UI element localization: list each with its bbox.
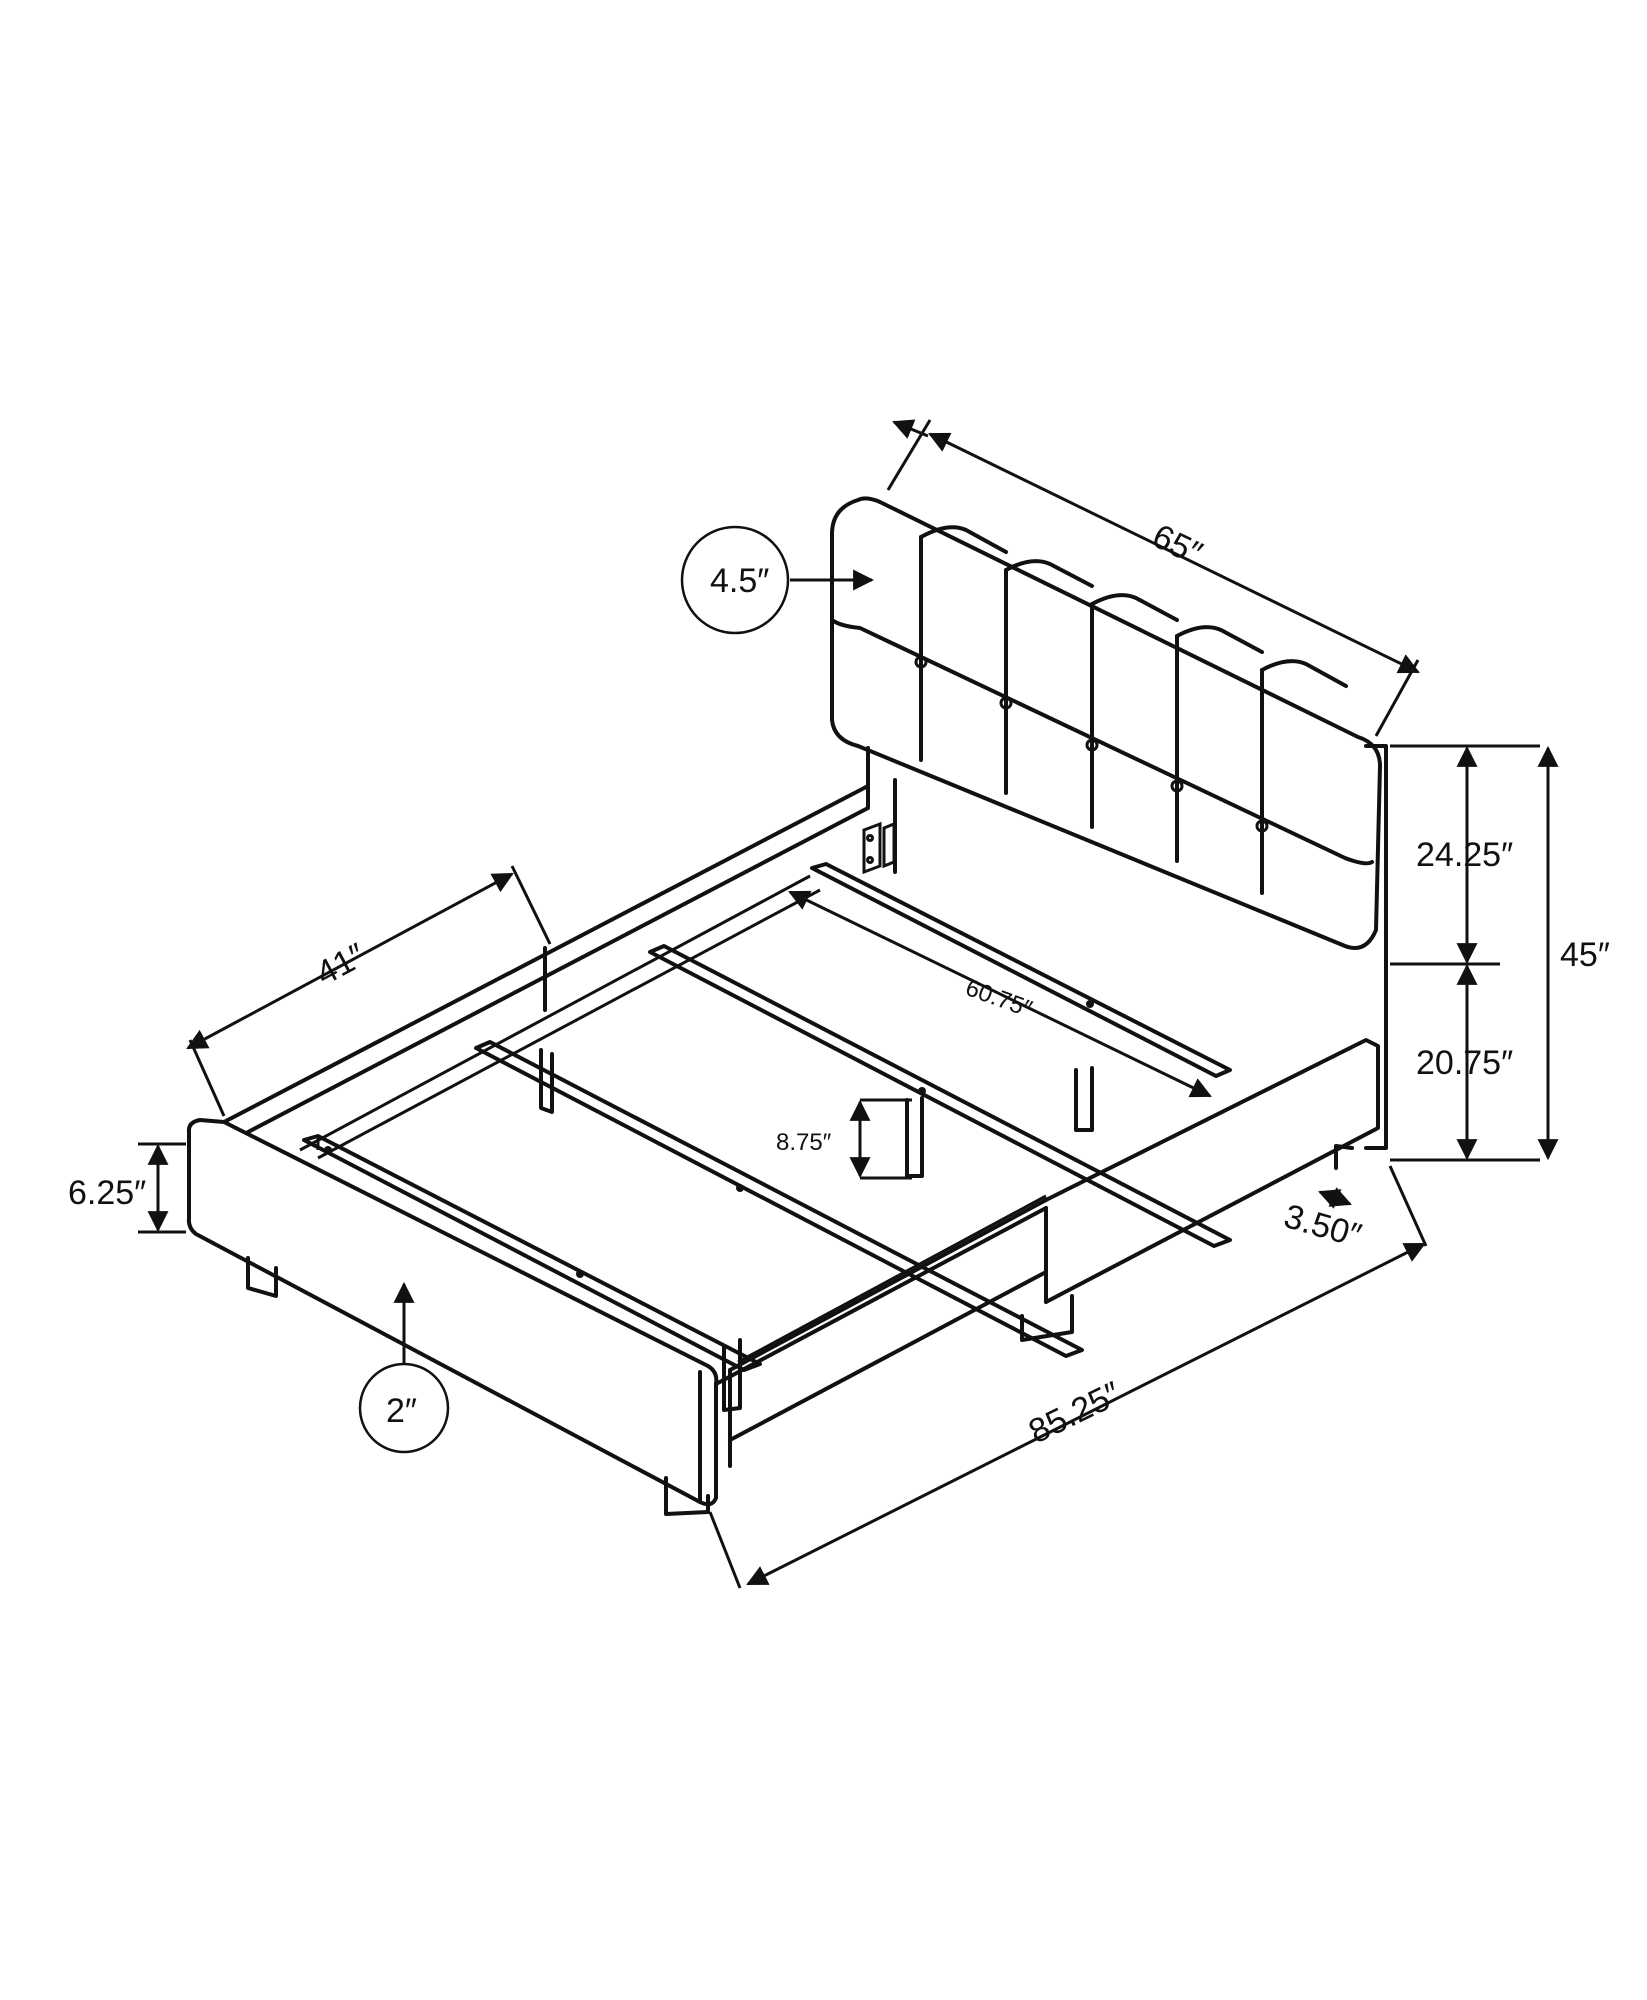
label-frame-width: 41″ xyxy=(310,936,372,993)
label-headboard-lower-height: 20.75″ xyxy=(1416,1044,1513,1082)
label-rail-height: 6.25″ xyxy=(68,1174,146,1212)
label-leg-depth: 3.50″ xyxy=(1280,1197,1366,1255)
label-total-height: 45″ xyxy=(1560,936,1610,974)
label-leg-height: 2″ xyxy=(386,1392,417,1430)
label-headboard-upper-height: 24.25″ xyxy=(1416,836,1513,874)
label-total-length: 85.25″ xyxy=(1023,1374,1127,1451)
headboard xyxy=(830,496,1388,1150)
label-slat-clearance: 8.75″ xyxy=(776,1129,832,1156)
slats xyxy=(299,862,1232,1412)
dimension-lines xyxy=(138,419,1559,1589)
label-headboard-thickness: 4.5″ xyxy=(710,562,769,600)
callout-circle-leg xyxy=(358,1362,450,1454)
callout-circle-thickness xyxy=(680,525,790,635)
label-slat-length: 60.75″ xyxy=(962,974,1036,1023)
